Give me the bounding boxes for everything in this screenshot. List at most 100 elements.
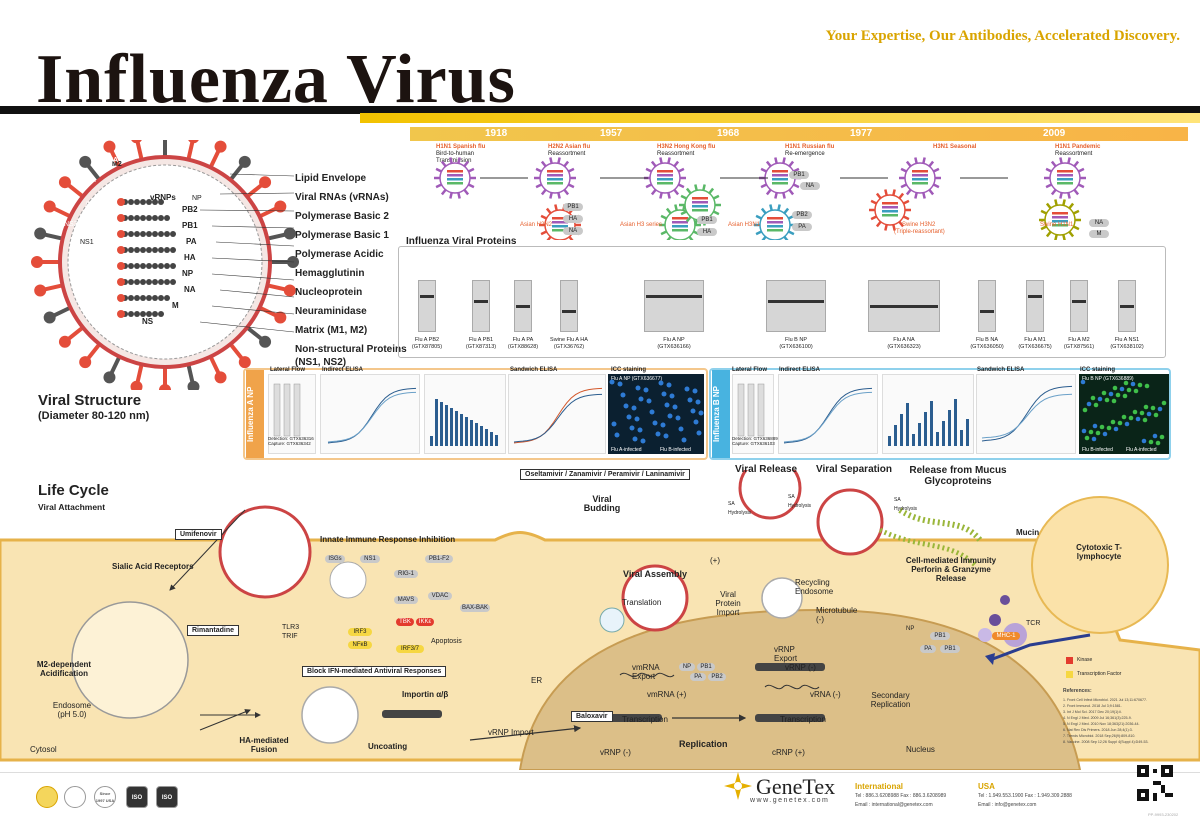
icc-cell bbox=[678, 426, 684, 432]
label-ha: HA bbox=[108, 157, 118, 164]
pill-pb2-mhc: PB1 bbox=[940, 645, 960, 653]
brand-url[interactable]: www.genetex.com bbox=[750, 797, 830, 804]
assay-bar bbox=[960, 430, 963, 446]
ref-7: 7. Trends Microbiol. 2018 Sep;26(9):809-… bbox=[1063, 734, 1136, 738]
drug-baloxavir: Baloxavir bbox=[571, 711, 613, 722]
icc-cell bbox=[684, 386, 690, 392]
rnp-bead bbox=[140, 215, 146, 221]
tl-pill-pb1-c: PB1 bbox=[789, 171, 809, 179]
legend-kinase-swatch bbox=[1066, 657, 1073, 664]
spike-head bbox=[103, 371, 116, 384]
icc-cell bbox=[1133, 388, 1139, 394]
rnp-bead bbox=[134, 295, 140, 301]
polymerase-dot bbox=[117, 214, 125, 222]
rnp-bead bbox=[170, 231, 176, 237]
spike-head bbox=[103, 140, 116, 153]
label-pa: PA bbox=[186, 237, 197, 246]
b-elisa-h: Indirect ELISA bbox=[779, 367, 821, 373]
iso-badge-1: ISO bbox=[126, 786, 148, 808]
mini-virion bbox=[869, 189, 911, 231]
icc-cell bbox=[1161, 400, 1167, 406]
src-swine-h3n2: Swine H3N2 bbox=[902, 222, 936, 228]
assay-bar bbox=[906, 403, 909, 446]
icc-cell bbox=[637, 427, 643, 433]
region-usa: USA bbox=[978, 782, 995, 791]
intl-email[interactable]: Email : international@genetex.com bbox=[855, 802, 933, 808]
intl-tel: Tel : 886.3.6208988 Fax : 886.3.6208989 bbox=[855, 793, 947, 799]
spike-head bbox=[283, 227, 296, 240]
icc-cell bbox=[664, 402, 670, 408]
lbl-budding: Viral Budding bbox=[583, 494, 621, 513]
lbl-recycling: Recycling Endosome bbox=[795, 578, 834, 596]
legend-tf-swatch bbox=[1066, 671, 1073, 678]
lbl-translation: Translation bbox=[622, 598, 662, 607]
rnp-bead bbox=[164, 263, 170, 269]
icc-cell bbox=[1124, 421, 1130, 427]
lbl-apoptosis: Apoptosis bbox=[431, 638, 462, 645]
assay-curve bbox=[783, 387, 873, 444]
rnp-bead bbox=[158, 231, 164, 237]
mini-virion bbox=[899, 157, 941, 199]
lbl-transcription-2: Transcription bbox=[780, 715, 826, 724]
icc-cell bbox=[631, 405, 637, 411]
b-icc-b: Flu A-infected bbox=[1126, 447, 1157, 453]
rnp-bead bbox=[128, 263, 134, 269]
pill-pa-mhc: PA bbox=[920, 645, 936, 653]
assay-bar bbox=[948, 410, 951, 446]
icc-cell bbox=[696, 430, 702, 436]
assay-bar bbox=[445, 405, 448, 446]
blot-5 bbox=[766, 280, 826, 332]
lbl-ctl: Cytotoxic T-lymphocyte bbox=[1076, 543, 1122, 561]
spike-head bbox=[43, 311, 56, 324]
icc-cell bbox=[623, 403, 629, 409]
year-1968: 1968 bbox=[717, 128, 740, 139]
pill-nfkb: NFκB bbox=[348, 641, 372, 649]
rnp-bead bbox=[128, 311, 134, 317]
drug-rimantadine: Rimantadine bbox=[187, 625, 240, 636]
blot-1 bbox=[472, 280, 490, 332]
icc-cell bbox=[1159, 434, 1165, 440]
a-icc-h: ICC staining bbox=[611, 367, 647, 373]
rnp-bead bbox=[140, 231, 146, 237]
b-icc-label: Flu B NP (GTX636889) bbox=[1082, 376, 1134, 382]
rnp-bead bbox=[140, 311, 146, 317]
icc-cell bbox=[1132, 409, 1138, 415]
rnp-bead bbox=[134, 231, 140, 237]
icc-cell bbox=[1128, 415, 1134, 421]
lifecycle-title: Life Cycle bbox=[38, 482, 109, 499]
icc-cell bbox=[655, 431, 661, 437]
usa-email[interactable]: Email : info@genetex.com bbox=[978, 802, 1037, 808]
lbl-innate: Innate Immune Response Inhibition bbox=[320, 535, 456, 544]
assay-bar bbox=[470, 420, 473, 446]
icc-cell bbox=[1097, 396, 1103, 402]
blot-8 bbox=[1026, 280, 1044, 332]
lbl-endosome: Endosome (pH 5.0) bbox=[52, 701, 92, 719]
assay-bar bbox=[966, 419, 969, 446]
rnp-bead bbox=[170, 263, 176, 269]
qr-code-icon[interactable] bbox=[1137, 765, 1173, 801]
legend-ns: Non-structural Proteins (NS1, NS2) bbox=[295, 344, 407, 368]
blot-10 bbox=[1118, 280, 1136, 332]
assay-bar bbox=[490, 432, 493, 446]
pill-tbk: TBK bbox=[396, 618, 414, 626]
ref-2: 2. Front Immunol. 2018 Jul 3;9:1581. bbox=[1063, 704, 1122, 708]
icc-cell bbox=[638, 396, 644, 402]
blot-7 bbox=[978, 280, 996, 332]
assay-curve bbox=[981, 393, 1073, 439]
b-sandwich-h: Sandwich ELISA bbox=[977, 367, 1025, 373]
lbl-m2-acid: M2-dependent Acidification bbox=[36, 660, 92, 678]
blot-band bbox=[1028, 295, 1042, 298]
timeline-bar bbox=[410, 127, 1188, 141]
pill-mavs: MAVS bbox=[394, 596, 418, 604]
lbl-importin: Importin α/β bbox=[402, 690, 449, 699]
rnp-bead bbox=[158, 215, 164, 221]
src-triple: (Triple-reassortant) bbox=[894, 229, 945, 235]
icc-cell bbox=[692, 388, 698, 394]
spike-head bbox=[130, 380, 143, 390]
assay-curve bbox=[981, 385, 1073, 442]
proteins-title: Influenza Viral Proteins bbox=[406, 236, 517, 247]
pill-pb2: PB2 bbox=[708, 673, 726, 681]
lbl-transcription: Transcription bbox=[622, 715, 668, 724]
